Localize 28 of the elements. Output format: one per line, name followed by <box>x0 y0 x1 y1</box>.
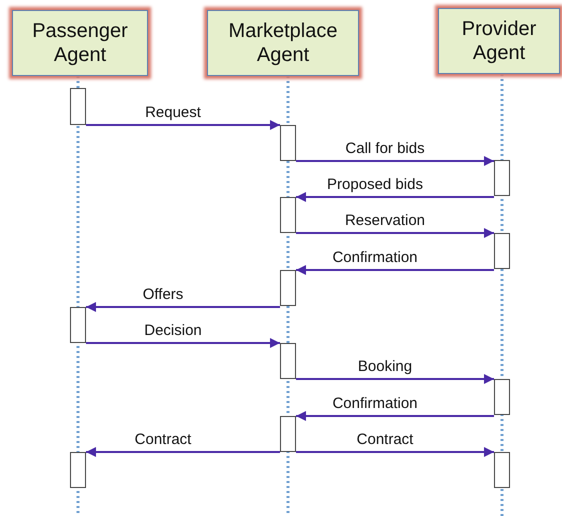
activation-bar <box>280 416 296 452</box>
activation-bar <box>494 379 510 415</box>
activation-bar <box>494 452 510 488</box>
activation-bar <box>494 160 510 196</box>
message-arrow <box>296 411 494 421</box>
message-arrow <box>296 447 494 457</box>
agent-box: Passenger Agent <box>12 10 148 76</box>
message-arrow <box>296 265 494 275</box>
activation-bar <box>280 270 296 306</box>
message-arrow <box>86 338 280 348</box>
message-arrow <box>296 228 494 238</box>
edge-label: Request <box>143 104 203 121</box>
activation-bar <box>70 452 86 488</box>
message-arrow <box>296 374 494 384</box>
edge-label: Proposed bids <box>325 176 425 193</box>
message-arrow <box>86 120 280 130</box>
agent-box: Provider Agent <box>438 8 560 74</box>
activation-bar <box>280 125 296 161</box>
message-arrow <box>86 447 280 457</box>
activation-bar <box>494 233 510 269</box>
agent-box: Marketplace Agent <box>207 10 359 76</box>
message-arrow <box>296 192 494 202</box>
message-arrow <box>296 156 494 166</box>
activation-bar <box>280 197 296 233</box>
activation-bar <box>280 343 296 379</box>
activation-bar <box>70 307 86 343</box>
message-arrow <box>86 302 280 312</box>
activation-bar <box>70 88 86 125</box>
